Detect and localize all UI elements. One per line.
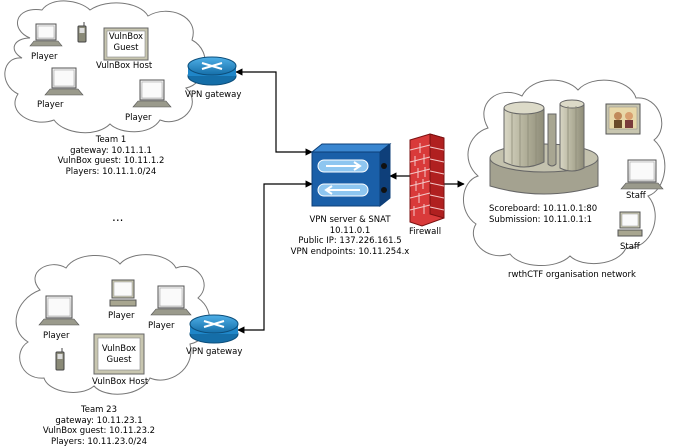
vulnbox-host-icon <box>93 333 145 375</box>
vulnbox-guest-label: VulnBox Guest <box>107 31 145 57</box>
vpn-server-info: VPN server & SNAT 10.11.0.1 Public IP: 1… <box>291 215 410 257</box>
org-network-label: rwthCTF organisation network <box>508 270 636 280</box>
vpn-server-title: VPN server & SNAT <box>309 215 391 225</box>
team-vulnbox-guest: VulnBox guest: 10.11.23.2 <box>42 426 156 436</box>
phone-icon <box>55 348 65 371</box>
ellipsis: ... <box>112 210 124 224</box>
org-server-info: Scoreboard: 10.11.0.1:80 Submission: 10.… <box>489 204 597 225</box>
video-terminal-icon <box>605 103 641 135</box>
vpn-server-public-ip: Public IP: 137.226.161.5 <box>298 236 402 246</box>
vpn-gateway-label: VPN gateway <box>186 347 243 357</box>
vulnbox-guest-line: Guest <box>113 43 139 53</box>
team-gateway: gateway: 10.11.1.1 <box>70 145 152 156</box>
player-label: Player <box>148 321 175 331</box>
team-name: Team 23 <box>81 405 117 415</box>
player-label: Player <box>125 113 152 123</box>
server-cluster-icon <box>489 99 599 195</box>
staff-label: Staff <box>620 242 640 252</box>
firewall-icon <box>409 133 445 227</box>
team-name: Team 1 <box>95 135 127 145</box>
vulnbox-guest-label: VulnBox Guest <box>98 339 140 371</box>
vulnbox-guest-line: VulnBox <box>108 32 144 42</box>
phone-icon <box>77 22 87 43</box>
laptop-icon <box>620 159 664 190</box>
team1-info: Team 1 gateway: 10.11.1.1 VulnBox guest:… <box>58 135 165 177</box>
router-icon <box>187 56 237 86</box>
router-icon <box>189 314 239 344</box>
team-players: Players: 10.11.1.0/24 <box>65 166 157 177</box>
submission-address: Submission: 10.11.0.1:1 <box>489 214 593 225</box>
laptop-icon <box>38 295 80 326</box>
vpn-gateway-label: VPN gateway <box>185 90 242 100</box>
team-players: Players: 10.11.23.0/24 <box>50 436 148 447</box>
laptop-icon <box>150 285 192 316</box>
vulnbox-host-icon <box>103 27 149 61</box>
player-label: Player <box>108 311 135 321</box>
team-vulnbox-guest: VulnBox guest: 10.11.1.2 <box>57 156 165 166</box>
vulnbox-host-label: VulnBox Host <box>96 61 153 71</box>
scoreboard-address: Scoreboard: 10.11.0.1:80 <box>489 204 598 214</box>
desktop-computer-icon <box>617 211 643 237</box>
firewall-label: Firewall <box>409 227 442 237</box>
link-vpn-team1 <box>235 68 313 156</box>
vulnbox-guest-line: VulnBox <box>101 344 137 354</box>
vpn-server-endpoints: VPN endpoints: 10.11.254.x <box>290 246 410 257</box>
laptop-icon <box>132 79 172 108</box>
laptop-icon <box>44 67 84 96</box>
team-gateway: gateway: 10.11.23.1 <box>55 415 143 426</box>
switch-icon <box>310 142 392 208</box>
vulnbox-guest-line: Guest <box>106 355 132 365</box>
link-vpn-team23 <box>237 180 313 334</box>
vulnbox-host-label: VulnBox Host <box>92 377 149 387</box>
team23-info: Team 23 gateway: 10.11.23.1 VulnBox gues… <box>43 405 155 447</box>
laptop-icon <box>29 23 63 47</box>
player-label: Player <box>31 52 58 62</box>
desktop-computer-icon <box>109 279 137 307</box>
staff-label: Staff <box>626 191 646 201</box>
player-label: Player <box>43 331 70 341</box>
vpn-server-ip: 10.11.0.1 <box>329 225 371 236</box>
player-label: Player <box>37 100 64 110</box>
